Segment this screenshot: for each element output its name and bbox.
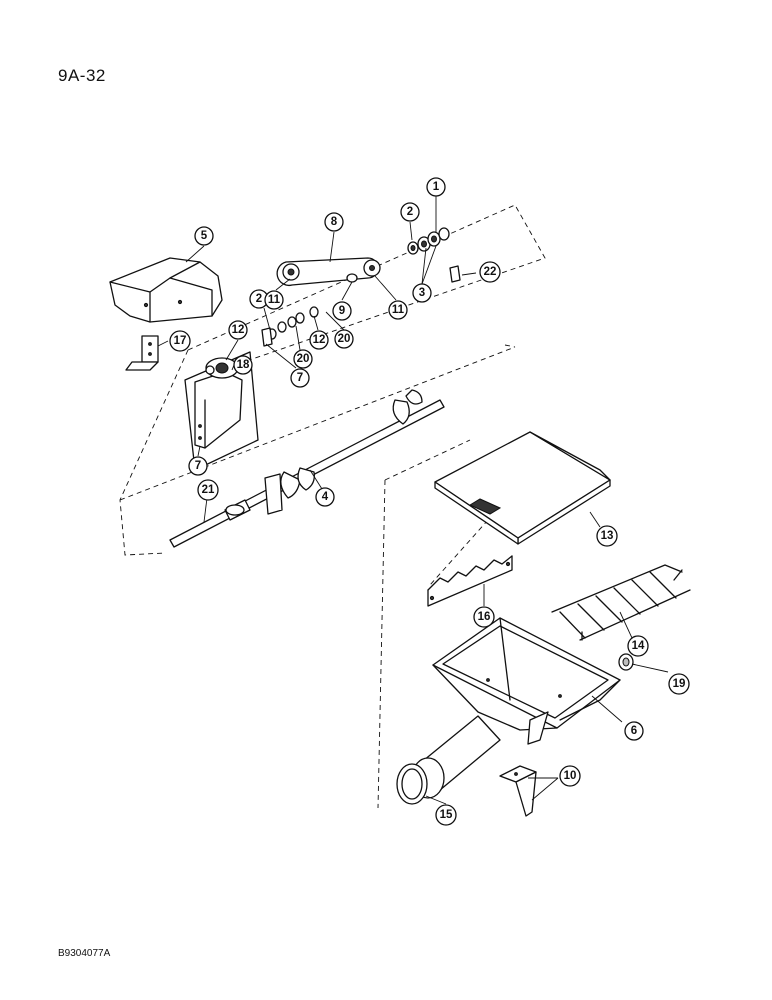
leader-lines: [157, 196, 669, 805]
callout-12-left-label: 12: [232, 324, 245, 336]
callout-9[interactable]: 9: [332, 301, 352, 321]
callout-22-label: 22: [484, 266, 497, 278]
part-5-shield-cover: [109, 257, 223, 323]
callout-12-left[interactable]: 12: [228, 320, 248, 340]
callout-11-left-label: 11: [268, 294, 281, 306]
callout-1-label: 1: [433, 181, 440, 193]
callout-15[interactable]: 15: [435, 804, 457, 826]
callout-13[interactable]: 13: [596, 525, 618, 547]
callout-16-label: 16: [478, 611, 491, 623]
part-22-key: [449, 265, 461, 283]
callout-16[interactable]: 16: [473, 606, 495, 628]
callout-18-label: 18: [237, 359, 250, 371]
callout-6[interactable]: 6: [624, 721, 644, 741]
callout-7-upper-label: 7: [297, 372, 303, 384]
part-14-grate: [551, 564, 691, 641]
callout-20-left-label: 20: [297, 353, 310, 365]
callout-8[interactable]: 8: [324, 212, 344, 232]
callout-22[interactable]: 22: [479, 261, 501, 283]
part-8-drive-chain: [276, 257, 381, 287]
callout-21[interactable]: 21: [197, 479, 219, 501]
callout-7-lower-label: 7: [195, 460, 201, 472]
part-19-fitting: [618, 653, 634, 671]
callout-11-right[interactable]: 11: [388, 300, 408, 320]
callout-6-label: 6: [631, 725, 637, 737]
callout-2-lower-label: 2: [256, 293, 262, 305]
part-10-support-bracket: [499, 765, 537, 817]
parts-2-12-20-washers: [261, 306, 319, 347]
part-4-auger-flighting: [280, 389, 423, 499]
part-15-discharge-spout: [396, 715, 501, 805]
callout-11-left[interactable]: 11: [264, 290, 284, 310]
callout-7-upper[interactable]: 7: [290, 368, 310, 388]
part-17-bracket: [125, 335, 159, 371]
parts-1-2-3-bearing-stack: [407, 227, 450, 255]
part-7-mount-plate: [184, 351, 259, 471]
callout-20-left[interactable]: 20: [293, 349, 313, 369]
figure-code: B9304077A: [58, 948, 111, 959]
callout-7-lower[interactable]: 7: [188, 456, 208, 476]
callout-14[interactable]: 14: [627, 635, 649, 657]
callout-18[interactable]: 18: [233, 355, 253, 375]
callout-15-label: 15: [440, 809, 453, 821]
callout-19-label: 19: [673, 678, 686, 690]
callout-1[interactable]: 1: [426, 177, 446, 197]
part-16-serrated-strip: [427, 555, 513, 607]
callout-5-label: 5: [201, 230, 208, 242]
callout-3-label: 3: [419, 287, 425, 299]
callout-10[interactable]: 10: [559, 765, 581, 787]
callout-19[interactable]: 19: [668, 673, 690, 695]
callout-14-label: 14: [632, 640, 645, 652]
part-13-hopper-lid: [434, 431, 611, 545]
part-6-hopper: [432, 617, 621, 745]
callout-17[interactable]: 17: [169, 330, 191, 352]
callout-12-right-label: 12: [313, 334, 326, 346]
callout-13-label: 13: [601, 530, 614, 542]
callout-4-label: 4: [322, 491, 329, 503]
page-number: 9A-32: [58, 66, 106, 85]
callout-12-right[interactable]: 12: [309, 330, 329, 350]
callout-3[interactable]: 3: [412, 283, 432, 303]
callout-5[interactable]: 5: [194, 226, 214, 246]
callout-10-label: 10: [564, 770, 577, 782]
callout-2-upper-label: 2: [407, 206, 413, 218]
callout-11-right-label: 11: [392, 304, 405, 316]
callout-21-label: 21: [202, 484, 215, 496]
assembly-outlines: [119, 204, 546, 809]
callout-4[interactable]: 4: [315, 487, 335, 507]
callout-8-label: 8: [331, 216, 338, 228]
callout-2-upper[interactable]: 2: [400, 202, 420, 222]
callout-20-right[interactable]: 20: [334, 329, 354, 349]
callout-17-label: 17: [174, 335, 187, 347]
callout-9-label: 9: [339, 305, 345, 317]
callout-20-right-label: 20: [338, 333, 351, 345]
